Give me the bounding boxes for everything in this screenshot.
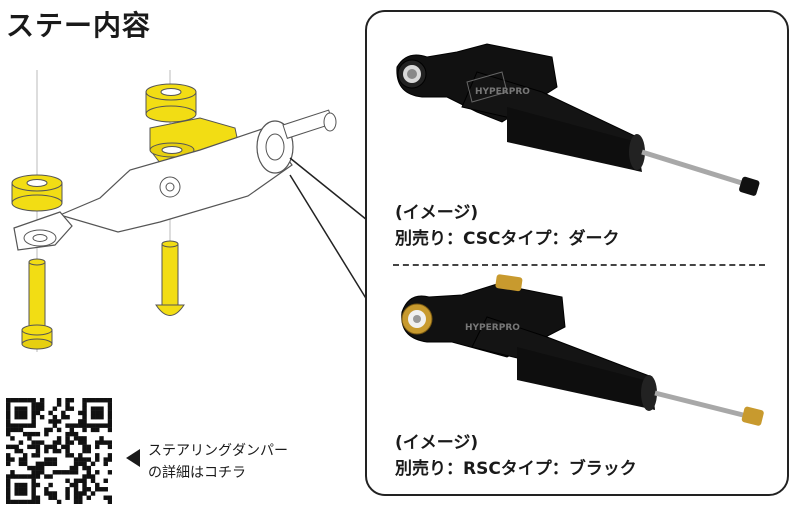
csc-caption-line2: 別売り：CSCタイプ：ダーク <box>395 229 620 249</box>
rod-end <box>13 211 73 251</box>
right-bolt <box>155 240 185 316</box>
dashed-divider <box>393 264 765 266</box>
qr-description[interactable]: ステアリングダンパー の詳細はコチラ <box>148 440 288 484</box>
damper-body-outline <box>58 109 337 233</box>
qr-code[interactable] <box>6 398 112 504</box>
rsc-caption: (イメージ) 別売り：RSCタイプ：ブラック <box>395 430 637 482</box>
svg-text:HYPERPRO: HYPERPRO <box>465 323 520 333</box>
csc-caption-line1: (イメージ) <box>395 203 479 223</box>
svg-text:HYPERPRO: HYPERPRO <box>475 87 530 97</box>
product-panel: HYPERPRO HYPERPRO (イメージ) 別売り：CSCタイプ：ダーク … <box>365 10 789 496</box>
exploded-parts-diagram <box>11 70 368 352</box>
qr-description-line1: ステアリングダンパー <box>148 443 288 459</box>
rsc-caption-line1: (イメージ) <box>395 433 479 453</box>
rsc-caption-line2: 別売り：RSCタイプ：ブラック <box>395 459 637 479</box>
qr-description-line2: の詳細はコチラ <box>148 465 246 481</box>
left-arrow-icon <box>126 449 140 467</box>
page-title: ステー内容 <box>6 9 152 42</box>
rsc-damper-image: HYPERPRO <box>401 274 764 426</box>
top-spacer-collar <box>145 83 197 123</box>
csc-damper-image: HYPERPRO <box>396 43 760 196</box>
left-spacer-collar <box>11 174 63 212</box>
csc-caption: (イメージ) 別売り：CSCタイプ：ダーク <box>395 200 620 252</box>
left-bolt <box>21 258 53 350</box>
